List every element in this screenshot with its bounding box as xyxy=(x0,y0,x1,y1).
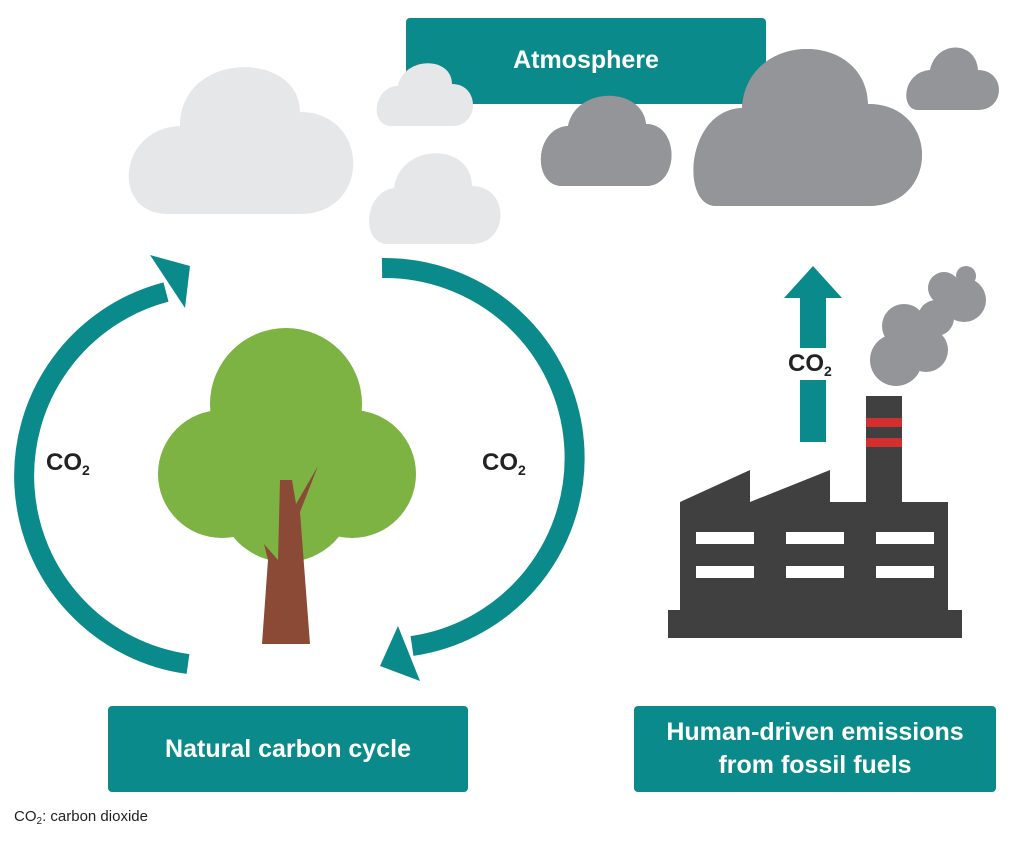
factory-icon xyxy=(668,396,962,638)
co2-label-right: CO2 xyxy=(480,447,528,479)
co2-main-emission: CO xyxy=(788,350,824,377)
atmosphere-label: Atmosphere xyxy=(513,46,659,74)
light-cloud-small-middle xyxy=(369,153,501,244)
cycle-arrow-left-head xyxy=(150,255,190,308)
co2-sub-left: 2 xyxy=(82,462,90,478)
cycle-arrow-right xyxy=(381,257,585,656)
co2-sub-emission: 2 xyxy=(824,363,832,379)
co2-label-left: CO2 xyxy=(44,447,92,479)
natural-carbon-cycle-label: Natural carbon cycle xyxy=(165,734,411,763)
co2-main-left: CO xyxy=(46,449,82,476)
footnote-text: : carbon dioxide xyxy=(42,808,148,825)
footnote-co: CO xyxy=(14,808,37,825)
dark-cloud-small-right xyxy=(906,47,999,110)
atmosphere-label-box: Atmosphere xyxy=(406,18,766,104)
co2-main-right: CO xyxy=(482,449,518,476)
smoke-icon xyxy=(870,266,986,386)
human-emissions-label-line2: from fossil fuels xyxy=(718,751,912,779)
cycle-arrow-left xyxy=(14,282,190,674)
natural-carbon-cycle-box: Natural carbon cycle xyxy=(108,706,468,792)
dark-cloud-small-left xyxy=(540,95,672,186)
footnote-sub: 2 xyxy=(36,816,43,827)
footnote: CO2: carbon dioxide xyxy=(14,808,148,827)
emission-arrow-head xyxy=(784,266,842,298)
co2-label-emission: CO2 xyxy=(786,348,834,380)
cycle-arrow-right-head xyxy=(380,626,420,681)
human-emissions-box: Human-driven emissions from fossil fuels xyxy=(634,706,996,792)
human-emissions-label-line1: Human-driven emissions xyxy=(666,718,964,746)
light-cloud-large xyxy=(128,67,354,214)
tree-icon xyxy=(158,328,416,644)
co2-sub-right: 2 xyxy=(518,462,526,478)
